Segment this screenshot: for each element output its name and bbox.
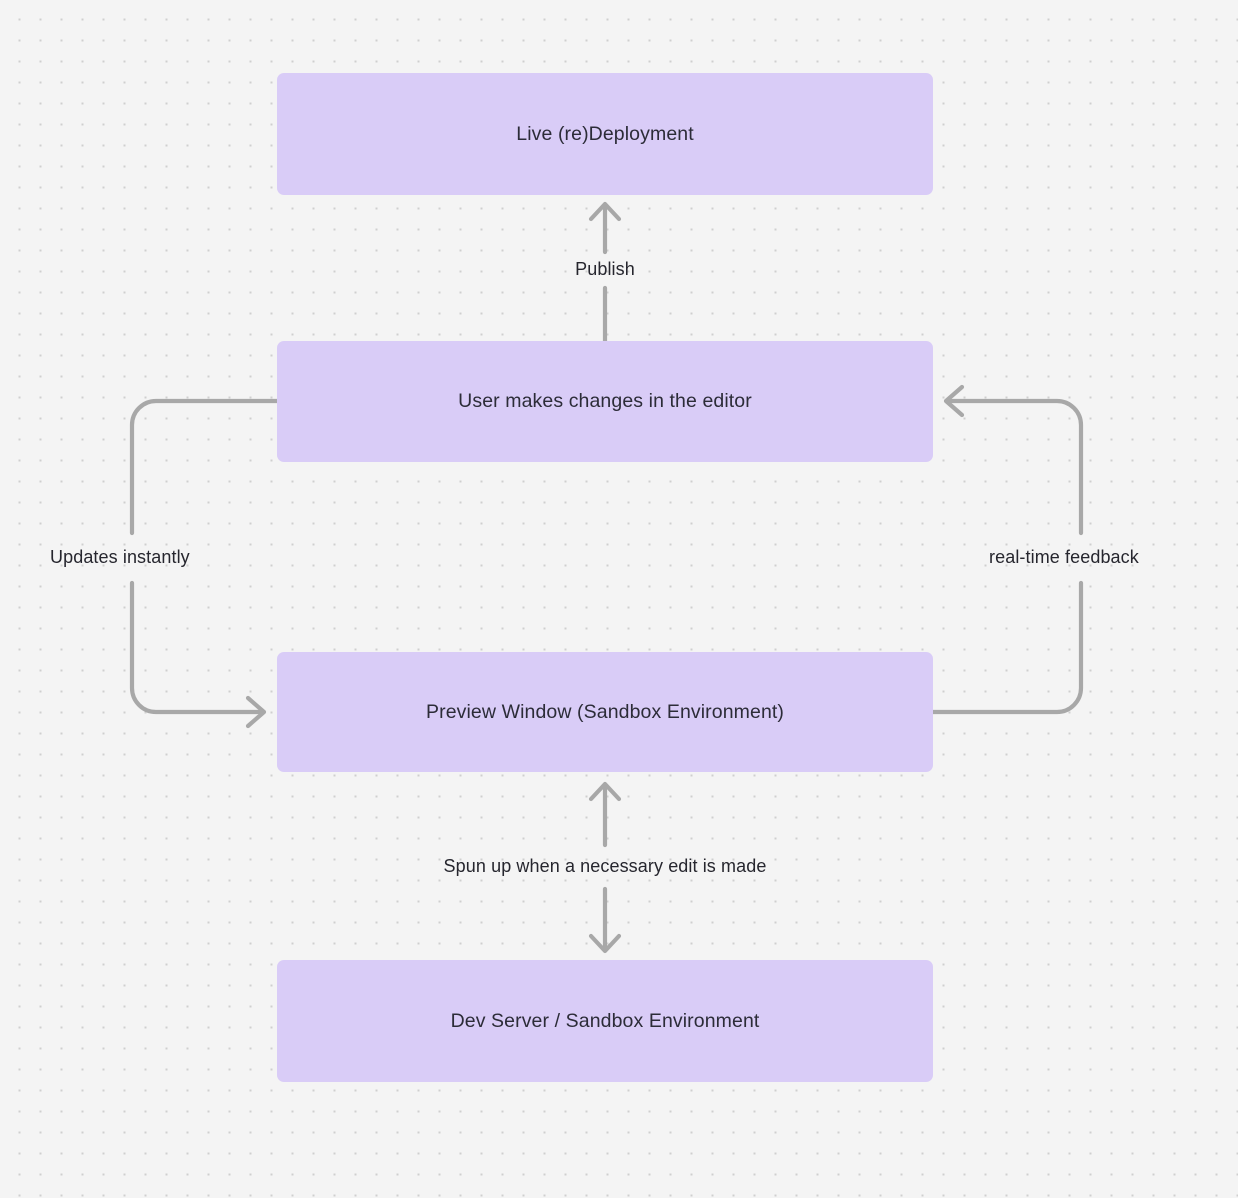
- node-preview-window[interactable]: Preview Window (Sandbox Environment): [277, 652, 933, 772]
- node-label-live-deployment: Live (re)Deployment: [516, 122, 694, 145]
- edge-label-spun-up: Spun up when a necessary edit is made: [443, 856, 767, 876]
- node-live-deployment[interactable]: Live (re)Deployment: [277, 73, 933, 195]
- node-label-preview-window: Preview Window (Sandbox Environment): [426, 700, 784, 723]
- node-label-dev-server: Dev Server / Sandbox Environment: [450, 1009, 760, 1032]
- node-user-edits[interactable]: User makes changes in the editor: [277, 341, 933, 462]
- node-dev-server[interactable]: Dev Server / Sandbox Environment: [277, 960, 933, 1082]
- edge-label-real-time-feedback: real-time feedback: [989, 547, 1139, 567]
- edge-label-publish: Publish: [575, 259, 635, 279]
- edge-label-updates-instantly: Updates instantly: [50, 547, 190, 567]
- node-label-user-edits: User makes changes in the editor: [458, 390, 752, 413]
